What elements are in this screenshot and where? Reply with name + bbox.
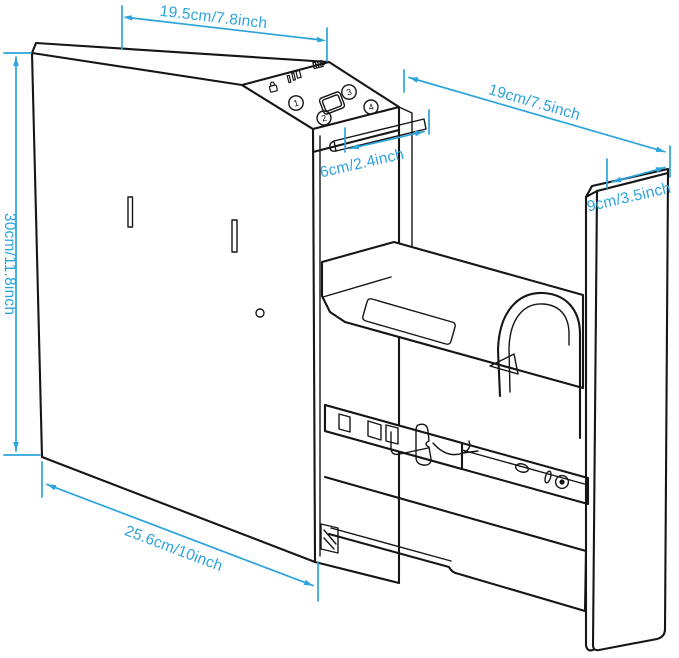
mounting-panel — [584, 167, 670, 652]
mounting-slot-left — [127, 196, 134, 228]
main-cabinet — [30, 41, 331, 564]
keypad-button-4-label: 4 — [367, 102, 375, 113]
rail-hook — [390, 431, 429, 456]
cabinet-top-face — [30, 41, 331, 64]
drawer-bottom-bracket — [320, 523, 339, 554]
inner-rail-slot-1 — [338, 413, 351, 433]
gun-cradle — [320, 240, 585, 440]
padlock-icon — [268, 81, 278, 93]
drawer-bottom-rail — [330, 527, 452, 562]
drawer-top-edge — [323, 475, 588, 553]
led-display-icon — [286, 69, 302, 84]
extension-lines — [344, 109, 430, 153]
keypad-button-3-label: 3 — [345, 87, 353, 98]
cabinet-front-face — [30, 51, 317, 564]
keylock-icon — [554, 474, 570, 490]
rail-slot-hole — [544, 470, 552, 484]
drawer-body — [320, 475, 588, 613]
battery-icon — [312, 59, 325, 70]
tower-back-edge — [398, 106, 413, 257]
tower-bottom-edge — [313, 560, 401, 585]
keypad-button-4: 4 — [363, 99, 379, 115]
mounting-slot-right — [231, 219, 238, 253]
inner-rail-slot-2 — [367, 420, 382, 441]
dimension-height: 30cm/11.8inch — [1, 52, 41, 456]
dimension-label-side-depth: 19cm/7.5inch — [486, 81, 582, 124]
dimension-label-bottom-width: 25.6cm/10inch — [122, 522, 225, 575]
cradle-floor — [320, 240, 585, 390]
status-indicator-row — [268, 59, 325, 93]
keypad-button-3: 3 — [341, 84, 357, 100]
fingerprint-sensor — [318, 91, 346, 115]
drawer-tower — [311, 105, 427, 585]
tower-front-wall-top — [311, 128, 401, 154]
pinhole — [255, 308, 265, 318]
cradle-curved-wall — [496, 291, 582, 440]
keypad-button-1-label: 1 — [292, 98, 300, 109]
dimension-top-width: 19.5cm/7.8inch — [121, 3, 328, 62]
holster-slot — [329, 118, 427, 152]
cradle-triangle-hole — [489, 353, 519, 375]
panel-left-edge — [584, 195, 595, 652]
inner-rail-slot-3 — [385, 424, 399, 445]
cradle-slot-hole — [362, 298, 456, 345]
keypad-panel: 1 2 3 4 — [240, 59, 401, 131]
keypad-buttons: 1 2 3 4 — [288, 84, 379, 126]
cradle-bend-line — [322, 276, 392, 298]
drawer-right-edge — [583, 549, 588, 613]
extension-lines — [403, 69, 671, 178]
keypad-button-1: 1 — [288, 95, 304, 111]
rail-oval-hole — [514, 463, 530, 473]
dimension-label-height: 30cm/11.8inch — [1, 213, 18, 315]
rail-flange-line — [461, 449, 589, 486]
inner-rail — [323, 403, 464, 471]
extension-lines — [41, 461, 319, 602]
extension-lines — [3, 52, 41, 456]
dimension-side-depth: 19cm/7.5inch — [403, 69, 671, 178]
keypad-button-2: 2 — [316, 110, 332, 126]
drawer-slide-rail — [323, 403, 590, 506]
drawer-bottom-edge — [327, 532, 587, 613]
keypad-button-2-label: 2 — [320, 113, 328, 124]
panel-front-face — [591, 171, 670, 652]
extension-lines — [121, 5, 328, 62]
rail-latch — [415, 423, 479, 466]
